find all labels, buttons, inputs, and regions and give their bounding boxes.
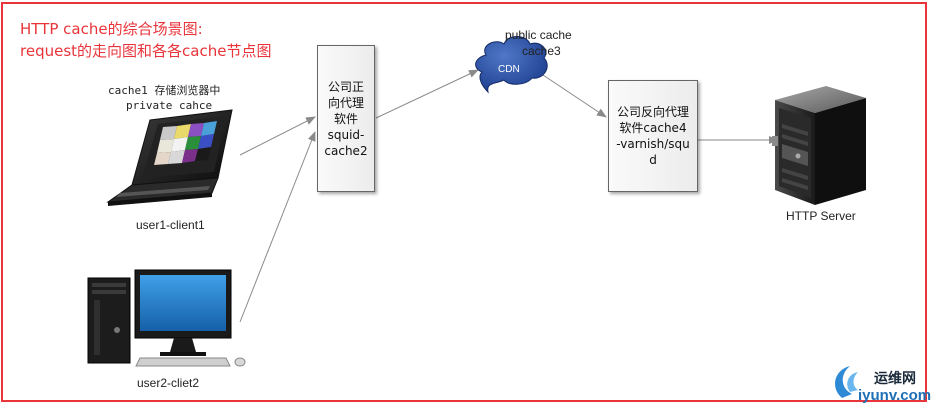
forward-proxy-line-5: cache2 bbox=[324, 143, 368, 158]
reverse-proxy-line-3: -varnish/squ bbox=[616, 137, 690, 151]
reverse-proxy-line-2: 软件cache4 bbox=[619, 121, 687, 135]
forward-proxy-line-1: 公司正 bbox=[327, 79, 364, 94]
client2-name-label: user2-cliet2 bbox=[137, 376, 200, 390]
cdn-caption-line-2: cache3 bbox=[522, 44, 561, 58]
arrow-desktop-to-forward-proxy bbox=[239, 131, 316, 323]
forward-proxy-line-4: squid- bbox=[327, 127, 365, 142]
cdn-caption-line-1: public cache bbox=[505, 28, 572, 42]
client1-cache-label-line-1: cache1 存储浏览器中 bbox=[108, 84, 221, 97]
forward-proxy-box: 公司正 向代理 软件 squid- cache2 bbox=[317, 45, 375, 192]
reverse-proxy-line-4: d bbox=[649, 153, 657, 167]
arrow-cdn-to-reverse-proxy bbox=[539, 72, 607, 118]
reverse-proxy-line-1: 公司反向代理 bbox=[616, 105, 689, 119]
server-name-label: HTTP Server bbox=[786, 209, 856, 223]
forward-proxy-line-3: 软件 bbox=[333, 111, 358, 126]
title-line-2: request的走向图和各各cache节点图 bbox=[20, 42, 272, 60]
forward-proxy-line-2: 向代理 bbox=[327, 95, 364, 110]
title-line-1: HTTP cache的综合场景图: bbox=[20, 20, 203, 38]
client1-cache-label-line-2: private cahce bbox=[126, 99, 213, 112]
monitor-icon bbox=[134, 269, 246, 367]
diagram-frame bbox=[1, 2, 927, 402]
cdn-cloud-icon bbox=[475, 36, 548, 94]
laptop-icon bbox=[106, 109, 233, 206]
arrow-forward-proxy-to-cdn bbox=[375, 69, 479, 119]
arrow-laptop-to-forward-proxy bbox=[239, 116, 316, 156]
watermark-text-1: 运维网 bbox=[874, 371, 916, 387]
cdn-label: CDN bbox=[498, 64, 520, 75]
watermark-logo-icon bbox=[835, 366, 858, 398]
server-icon bbox=[772, 86, 866, 205]
desktop-tower-icon bbox=[87, 277, 131, 364]
reverse-proxy-box: 公司反向代理 软件cache4 -varnish/squ d bbox=[608, 80, 698, 192]
watermark-text-2: iyunv.com bbox=[858, 387, 932, 404]
client1-name-label: user1-client1 bbox=[136, 218, 205, 232]
